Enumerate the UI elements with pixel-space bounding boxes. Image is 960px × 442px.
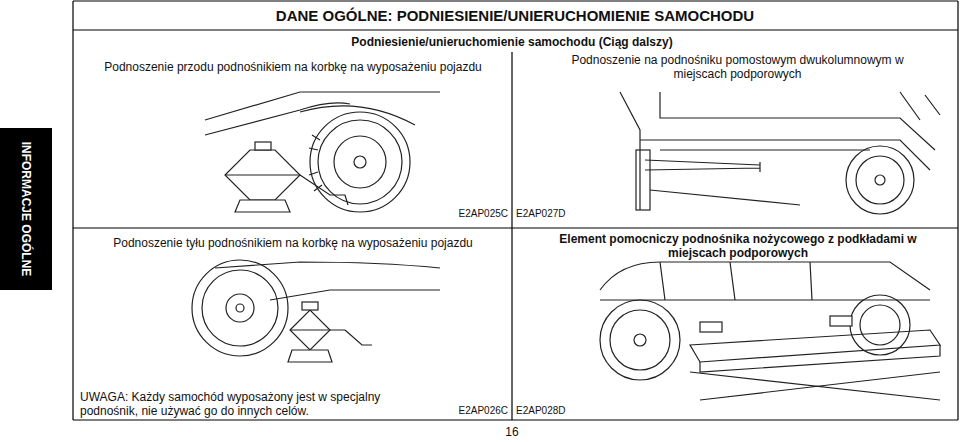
figure-caption: Element pomocniczy podnośnika nożycowego…: [548, 232, 928, 261]
tab-text: INFORMACJE OGÓLNE: [19, 142, 33, 277]
warning-note: UWAGA: Każdy samochód wyposażony jest w …: [80, 390, 415, 419]
page-number: 16: [492, 425, 532, 439]
figure-caption: Podnoszenie tyłu podnośnikiem na korbkę …: [78, 236, 508, 250]
section-subtitle: Podniesienie/unieruchomienie samochodu (…: [262, 35, 762, 49]
figure-code: E2AP026C: [430, 405, 508, 417]
figure-caption: Podnoszenie przodu podnośnikiem na korbk…: [78, 60, 508, 74]
figure-code: E2AP025C: [430, 208, 508, 220]
side-tab: INFORMACJE OGÓLNE: [0, 128, 52, 290]
figure-code: E2AP027D: [516, 208, 565, 220]
figure-caption: Podnoszenie na podnośniku pomostowym dwu…: [565, 53, 910, 82]
page-title: DANE OGÓLNE: PODNIESIENIE/UNIERUCHOMIENI…: [75, 7, 955, 25]
figure-code: E2AP028D: [516, 405, 565, 417]
